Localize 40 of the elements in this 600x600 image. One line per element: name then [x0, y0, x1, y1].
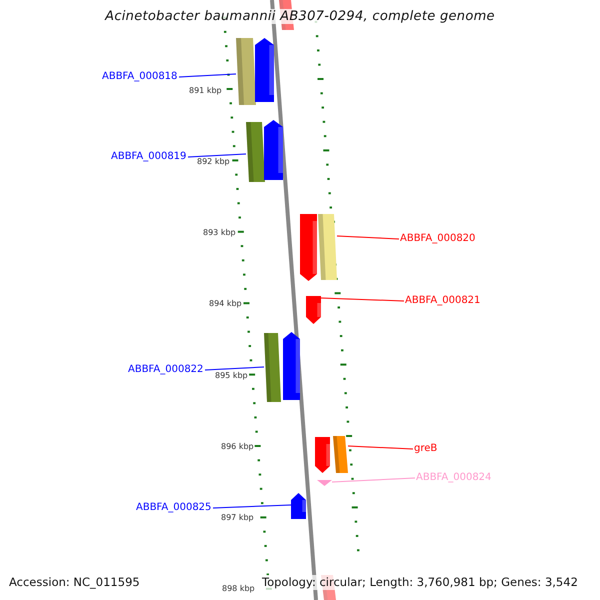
- footer-text: Accession: NC_011595: [9, 575, 140, 590]
- footer-text: Topology: circular; Length: 3,760,981 bp; Genes: 3,542: [262, 575, 578, 590]
- leader-line: [178, 74, 236, 78]
- gene-block: [291, 493, 306, 519]
- gene-label: ABBFA_000818: [102, 71, 178, 83]
- gene-label: ABBFA_000824: [416, 472, 492, 484]
- gene-triangle: [317, 480, 332, 486]
- leader-line: [188, 154, 246, 158]
- tick-label: 898 kbp: [222, 584, 255, 593]
- leader-line: [348, 446, 414, 450]
- gene-block: [283, 332, 300, 400]
- title: Acinetobacter baumannii AB307-0294, complete genome: [105, 9, 495, 24]
- gene-label: ABBFA_000822: [128, 364, 204, 376]
- tick-label: 894 kbp: [209, 299, 242, 308]
- gene-block: [315, 437, 330, 473]
- gene-bar: [333, 436, 348, 473]
- gene-bar: [246, 122, 265, 182]
- leader-line: [336, 236, 400, 240]
- tick-label: 895 kbp: [215, 371, 248, 380]
- tick-label: 896 kbp: [221, 442, 254, 451]
- gene-bar: [318, 214, 337, 280]
- gene-bar: [236, 38, 256, 105]
- gene-label: ABBFA_000819: [111, 151, 186, 163]
- gene-bar: [264, 333, 281, 402]
- tick-label: 897 kbp: [221, 513, 254, 522]
- gene-label: ABBFA_000825: [136, 502, 212, 514]
- gene-block: [264, 120, 283, 180]
- gene-label: ABBFA_000821: [405, 295, 480, 307]
- gene-label: greB: [414, 443, 438, 455]
- tick-label: 891 kbp: [189, 86, 222, 95]
- tick-label: 892 kbp: [197, 157, 230, 166]
- leader-line: [320, 298, 404, 302]
- gene-label: ABBFA_000820: [400, 233, 476, 245]
- tick-label: 893 kbp: [203, 228, 236, 237]
- gene-block: [306, 296, 321, 324]
- gene-block: [255, 38, 274, 102]
- gene-block: [300, 214, 317, 281]
- leader-line: [332, 478, 416, 482]
- leader-line: [212, 504, 292, 508]
- leader-line: [204, 366, 264, 370]
